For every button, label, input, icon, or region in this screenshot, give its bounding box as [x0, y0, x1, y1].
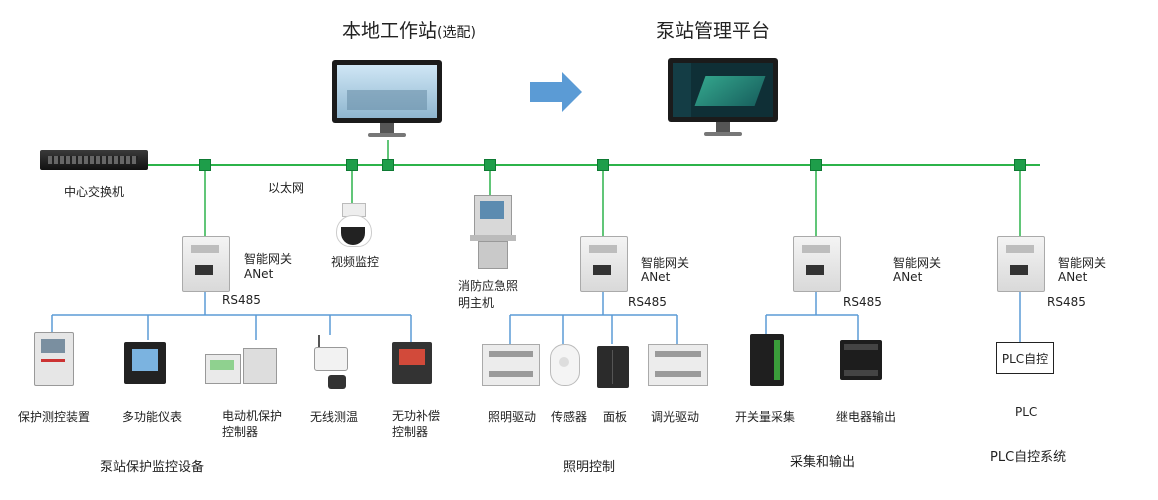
protection-device-label: 保护测控装置 [18, 410, 91, 424]
gateway-model: ANet [641, 270, 671, 284]
gateway-device [997, 236, 1045, 292]
sensor-icon [550, 344, 580, 386]
gateway-model: ANet [244, 267, 274, 281]
plc-group-title: PLC自控系统 [990, 450, 1067, 465]
fire-emergency-host [470, 195, 516, 269]
gateway-model: ANet [1058, 270, 1088, 284]
gateway-bus: RS485 [843, 295, 882, 309]
plc-box-text: PLC自控 [1001, 351, 1049, 366]
wireless-device-label: 无线测温 [310, 410, 359, 424]
multifunction-meter [124, 342, 166, 384]
local-station-title-note: (选配) [437, 25, 476, 41]
plc-box: PLC自控 [996, 342, 1054, 374]
motor-device-label-line2: 控制器 [222, 425, 259, 439]
core-switch [40, 150, 148, 170]
switch-label: 中心交换机 [64, 185, 125, 199]
gateway-device [580, 236, 628, 292]
switch-acquisition-label: 开关量采集 [735, 410, 796, 424]
protection-group-title: 泵站保护监控设备 [100, 460, 205, 475]
dimming-driver-label: 调光驱动 [651, 410, 700, 424]
fire-host-label-line2: 明主机 [458, 296, 495, 310]
network-node [484, 159, 496, 171]
fire-host-label: 消防应急照 明主机 [458, 278, 518, 312]
gateway-bus: RS485 [1047, 295, 1086, 309]
relay-output-module [840, 340, 882, 380]
camera-label: 视频监控 [331, 255, 380, 269]
compensation-device-label-line1: 无功补偿 [392, 409, 441, 423]
fire-host-label-line1: 消防应急照 [458, 279, 519, 293]
gateway-device [182, 236, 230, 292]
gateway-name: 智能网关 [1058, 256, 1107, 270]
compensation-device-label-line2: 控制器 [392, 425, 429, 439]
gateway-bus: RS485 [222, 293, 261, 307]
lighting-driver-label: 照明驱动 [488, 410, 537, 424]
network-node [597, 159, 609, 171]
local-workstation-monitor [332, 60, 442, 140]
motor-device-label-line1: 电动机保护 [222, 409, 283, 423]
wireless-temperature-sensor [310, 335, 350, 393]
ethernet-label: 以太网 [268, 181, 305, 195]
gateway-bus: RS485 [628, 295, 667, 309]
protection-measure-device [34, 332, 74, 386]
local-station-title: 本地工作站(选配) [342, 16, 476, 43]
compensation-device-label: 无功补偿 控制器 [392, 408, 440, 440]
dimming-driver [648, 344, 708, 386]
reactive-compensation-controller [392, 342, 432, 384]
switch-acquisition-module [750, 334, 784, 386]
network-node [346, 159, 358, 171]
network-node [1014, 159, 1026, 171]
local-station-title-text: 本地工作站 [342, 20, 438, 42]
motor-protection-controller [205, 348, 277, 384]
camera-icon [336, 203, 372, 247]
platform-title: 泵站管理平台 [656, 20, 771, 42]
relay-output-label: 继电器输出 [836, 410, 897, 424]
plc-label: PLC [1015, 405, 1038, 419]
lighting-driver [482, 344, 540, 386]
meter-device-label: 多功能仪表 [122, 410, 183, 424]
network-node [382, 159, 394, 171]
gateway-model: ANet [893, 270, 923, 284]
motor-device-label: 电动机保护 控制器 [222, 408, 282, 440]
platform-monitor [668, 58, 778, 140]
panel-label: 面板 [603, 410, 628, 424]
flow-arrow [530, 72, 582, 112]
lighting-group-title: 照明控制 [563, 460, 616, 475]
gateway-name: 智能网关 [641, 256, 690, 270]
io-group-title: 采集和输出 [790, 455, 856, 470]
gateway-name: 智能网关 [893, 256, 942, 270]
panel-icon [597, 346, 629, 388]
network-node [810, 159, 822, 171]
gateway-name: 智能网关 [244, 252, 293, 266]
network-node [199, 159, 211, 171]
gateway-device [793, 236, 841, 292]
sensor-label: 传感器 [551, 410, 588, 424]
